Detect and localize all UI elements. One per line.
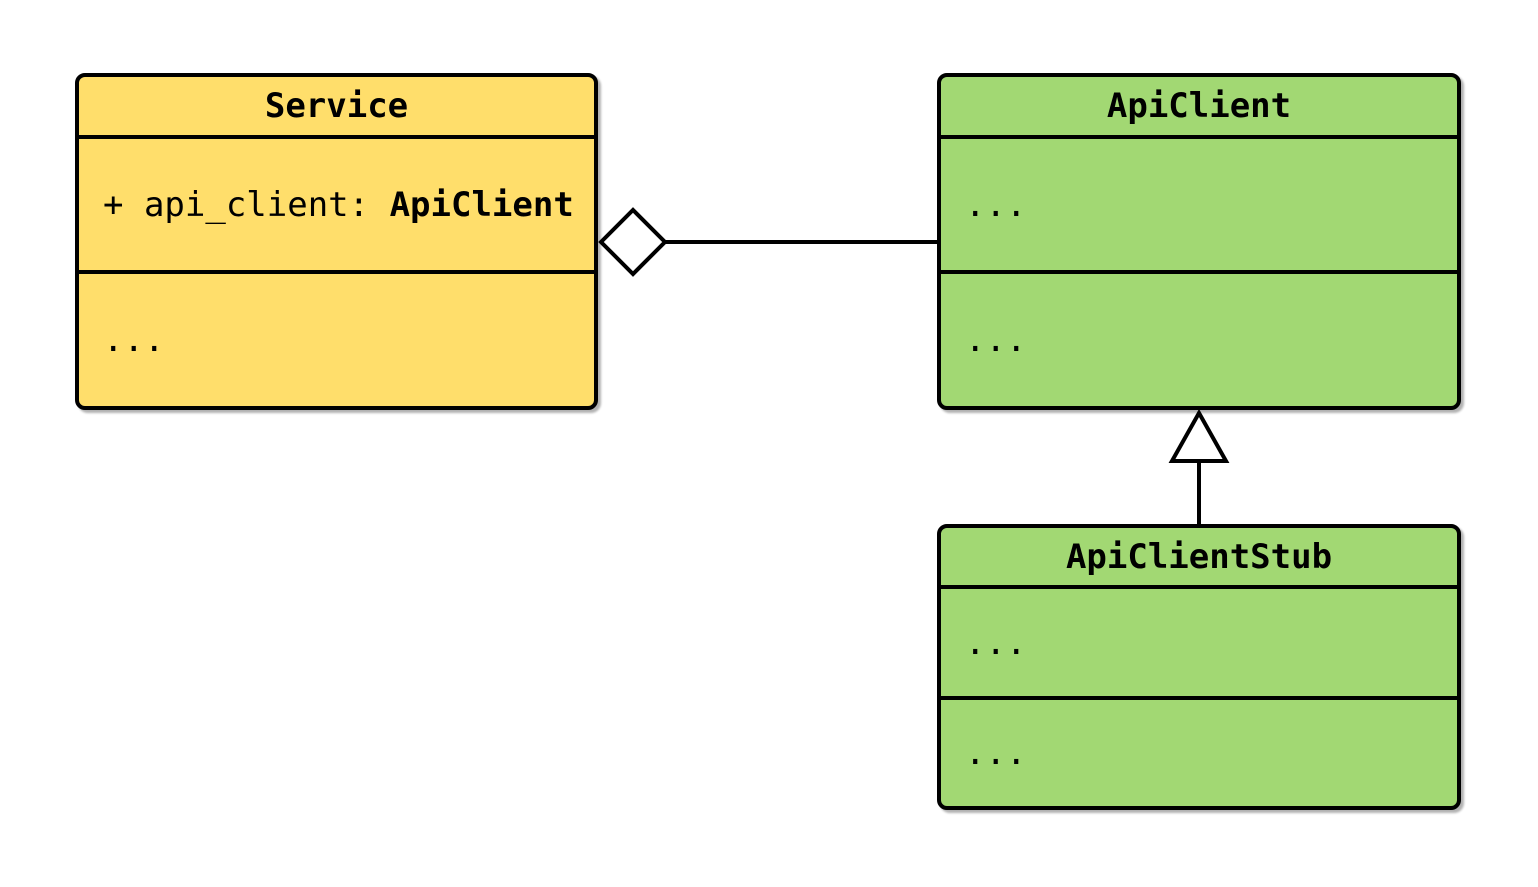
attributes-section: ... bbox=[941, 139, 1457, 274]
attributes-section: + api_client: ApiClient bbox=[79, 139, 594, 274]
class-title-service: Service bbox=[79, 77, 594, 139]
attributes-placeholder-text: ... bbox=[965, 622, 1027, 663]
class-name-label: ApiClient bbox=[1106, 86, 1292, 126]
attribute-text: + api_client: bbox=[103, 184, 390, 225]
class-box-apiclient: ApiClient ... ... bbox=[937, 73, 1461, 410]
methods-placeholder-text: ... bbox=[103, 320, 165, 360]
methods-section: ... bbox=[941, 700, 1457, 806]
hollow-triangle-icon bbox=[1168, 408, 1230, 463]
class-box-service: Service + api_client: ApiClient ... bbox=[75, 73, 598, 410]
class-name-label: ApiClientStub bbox=[1065, 536, 1333, 577]
attributes-section: ... bbox=[941, 589, 1457, 700]
class-name-label: Service bbox=[264, 86, 409, 126]
attributes-placeholder-text: ... bbox=[965, 184, 1027, 225]
methods-placeholder-text: ... bbox=[965, 733, 1027, 773]
methods-section: ... bbox=[941, 274, 1457, 406]
class-title-apiclient: ApiClient bbox=[941, 77, 1457, 139]
attribute-type-text: ApiClient bbox=[389, 184, 574, 225]
hollow-diamond-icon bbox=[598, 207, 668, 277]
methods-section: ... bbox=[79, 274, 594, 406]
class-box-apiclientstub: ApiClientStub ... ... bbox=[937, 524, 1461, 810]
class-title-apiclientstub: ApiClientStub bbox=[941, 528, 1457, 589]
methods-placeholder-text: ... bbox=[965, 320, 1027, 360]
